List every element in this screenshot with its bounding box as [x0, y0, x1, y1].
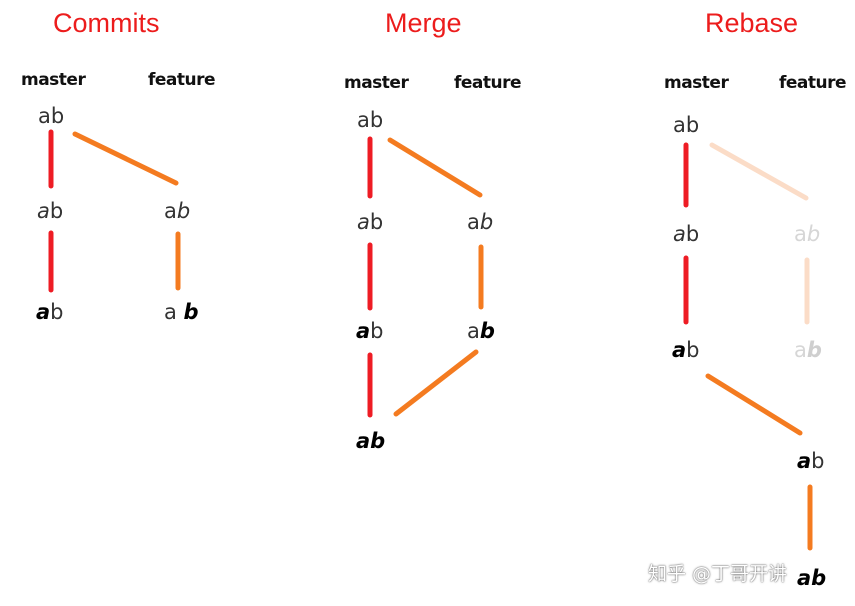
rebase-master-label: master — [664, 73, 729, 93]
merge-node-merge-commit: ab — [356, 429, 386, 453]
merge-master-label: master — [344, 73, 409, 93]
commits-master-label: master — [21, 70, 86, 90]
merge-node-feature-2: ab — [467, 319, 495, 343]
commits-title: Commits — [53, 8, 160, 38]
merge-feature-label: feature — [454, 73, 522, 93]
merge-node-feature-1: ab — [467, 210, 494, 234]
rebase-title: Rebase — [705, 8, 799, 38]
commits-feature-label: feature — [148, 70, 216, 90]
rebase-feature-label: feature — [779, 73, 847, 93]
commits-node-feature-1: ab — [164, 199, 191, 223]
rebase-faded-branch-line — [709, 142, 809, 201]
merge-node-base: ab — [357, 108, 384, 132]
commits-feature-branch-line — [72, 131, 179, 186]
merge-node-master-2: ab — [357, 210, 384, 234]
rebase-node-replayed-2: ab — [797, 566, 827, 590]
merge-title: Merge — [385, 8, 462, 38]
rebase-node-base: ab — [673, 113, 700, 137]
commits-node-feature-2: a b — [164, 300, 199, 324]
merge-feature-merge-line — [393, 349, 479, 417]
rebase-node-faded-feature-1: ab — [794, 222, 821, 246]
rebase-node-replayed-1: ab — [797, 449, 825, 473]
merge-node-master-3: ab — [356, 319, 384, 343]
commits-node-master-2: ab — [37, 199, 64, 223]
watermark-text: 知乎 @丁哥开讲 — [648, 563, 788, 585]
rebase-replay-line — [705, 373, 803, 436]
rebase-node-faded-feature-2: ab — [794, 338, 822, 362]
rebase-node-master-2: ab — [673, 222, 700, 246]
commits-node-master-3: ab — [36, 300, 64, 324]
rebase-node-master-3: ab — [672, 338, 700, 362]
merge-feature-branch-line — [387, 137, 483, 198]
commits-node-base: ab — [38, 104, 65, 128]
